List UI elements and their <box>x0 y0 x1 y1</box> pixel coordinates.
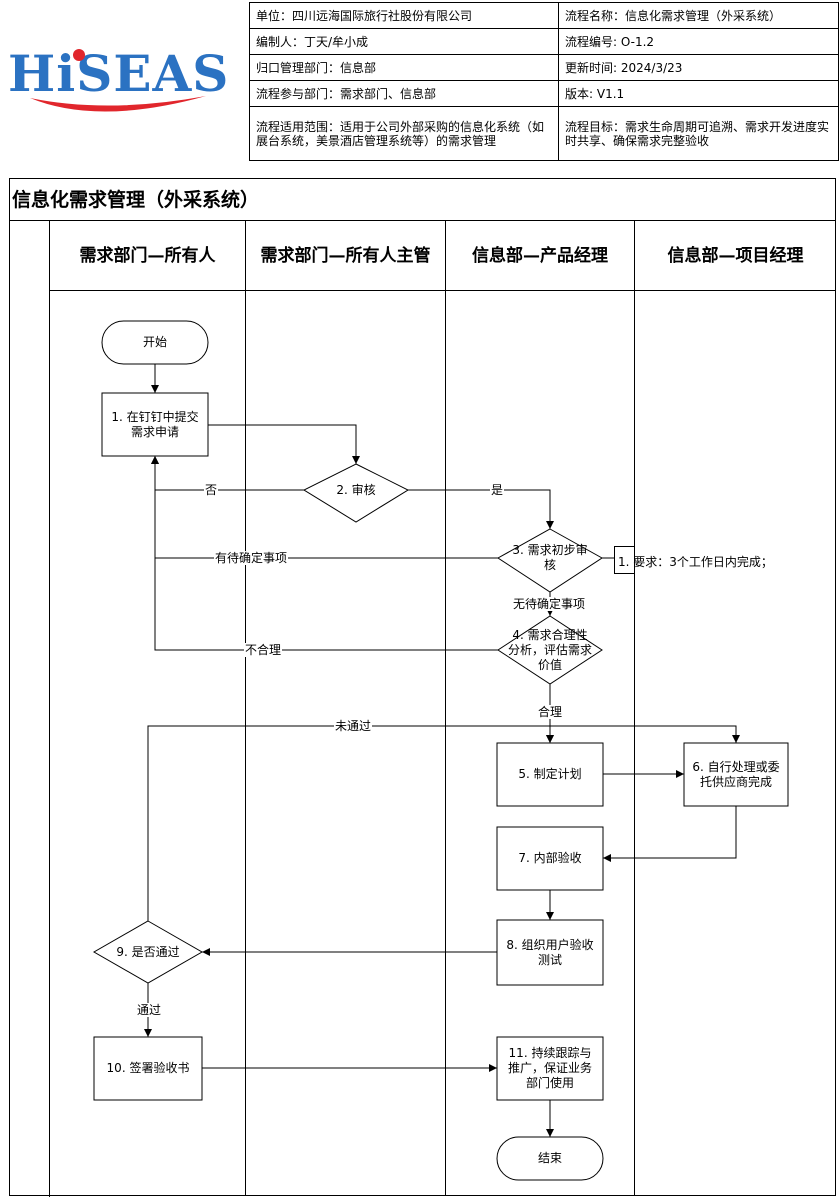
lane-header: 信息部—项目经理 <box>635 221 836 291</box>
edge-label-pending: 有待确定事项 <box>214 551 289 565</box>
node-6-label: 6. 自行处理或委托供应商完成 <box>692 759 780 789</box>
node-2-label: 2. 审核 <box>336 482 376 497</box>
edge-6-to-7 <box>603 806 737 862</box>
lane-header: 信息部—产品经理 <box>446 221 634 291</box>
lane-header: 需求部门—所有人主管 <box>246 221 445 291</box>
lane-requester: 需求部门—所有人 <box>50 221 246 1195</box>
annotation-bracket <box>614 546 634 574</box>
node-11-label: 11. 持续跟踪与推广，保证业务部门使用 <box>507 1046 592 1090</box>
node-10-box <box>93 1036 203 1101</box>
node-7-label: 7. 内部验收 <box>518 851 582 865</box>
logo-text: HiSEAS <box>8 44 230 103</box>
info-owner-dept: 归口管理部门：信息部 <box>249 54 559 81</box>
edge-9-fail-to-6 <box>147 725 740 921</box>
diagram-title: 信息化需求管理（外采系统） <box>10 179 835 221</box>
edge-2-no-to-1 <box>151 456 304 491</box>
lane-product-manager: 信息部—产品经理 <box>446 221 635 1195</box>
edge-label-yes: 是 <box>490 483 505 497</box>
node-10-label: 10. 签署验收书 <box>106 1061 190 1075</box>
node-2-diamond <box>302 463 410 523</box>
node-8-label: 8. 组织用户验收测试 <box>506 937 594 967</box>
info-participants: 流程参与部门：需求部门、信息部 <box>249 80 559 107</box>
node-5-label: 5. 制定计划 <box>518 767 582 781</box>
info-goal: 流程目标：需求生命周期可追溯、需求开发进度实时共享、确保需求完整验收 <box>558 106 839 161</box>
node-1-label: 1. 在钉钉中提交需求申请 <box>111 409 199 439</box>
annotation-note: 1. 要求：3个工作日内完成； <box>618 555 773 569</box>
logo-dot <box>73 49 85 61</box>
node-8-box <box>496 919 604 986</box>
node-5-box <box>496 742 604 807</box>
info-scope: 流程适用范围：适用于公司外部采购的信息化系统（如展台系统，美景酒店管理系统等）的… <box>249 106 559 161</box>
edge-label-not-passed: 未通过 <box>334 719 373 733</box>
edge-label-no-pending: 无待确定事项 <box>512 597 587 611</box>
info-process-name: 流程名称：信息化需求管理（外采系统） <box>558 2 839 29</box>
edge-2-yes-to-3 <box>408 489 554 529</box>
info-unit: 单位：四川远海国际旅行社股份有限公司 <box>249 2 559 29</box>
logo-swoosh-icon <box>30 96 206 112</box>
edge-label-unreasonable: 不合理 <box>244 643 283 657</box>
swimlane-diagram: 信息化需求管理（外采系统） 需求部门—所有人 需求部门—所有人主管 信息部—产品… <box>9 178 836 1197</box>
process-info-table: 单位：四川远海国际旅行社股份有限公司 流程名称：信息化需求管理（外采系统） 编制… <box>249 2 839 161</box>
info-process-no: 流程编号: O-1.2 <box>558 28 839 55</box>
end-label: 结束 <box>537 1151 562 1165</box>
lane-header: 需求部门—所有人 <box>50 221 245 291</box>
info-update-time: 更新时间: 2024/3/23 <box>558 54 839 81</box>
edge-4-unreasonable-to-1 <box>151 456 498 651</box>
edge-label-passed: 通过 <box>136 1003 163 1017</box>
node-4-label: 4. 需求合理性分析，评估需求价值 <box>508 627 593 672</box>
node-7-box <box>496 826 604 891</box>
company-logo: HiSEAS <box>8 42 238 120</box>
lane-gutter <box>10 221 50 1197</box>
edge-1-to-2 <box>208 424 360 464</box>
start-label: 开始 <box>142 335 167 349</box>
edge-label-no: 否 <box>204 483 219 497</box>
lane-project-manager: 信息部—项目经理 <box>635 221 836 1195</box>
node-3-label: 3. 需求初步审核 <box>512 543 588 572</box>
lane-requester-supervisor: 需求部门—所有人主管 <box>246 221 446 1195</box>
edge-label-reasonable: 合理 <box>537 705 564 719</box>
node-9-label: 9. 是否通过 <box>116 944 180 959</box>
